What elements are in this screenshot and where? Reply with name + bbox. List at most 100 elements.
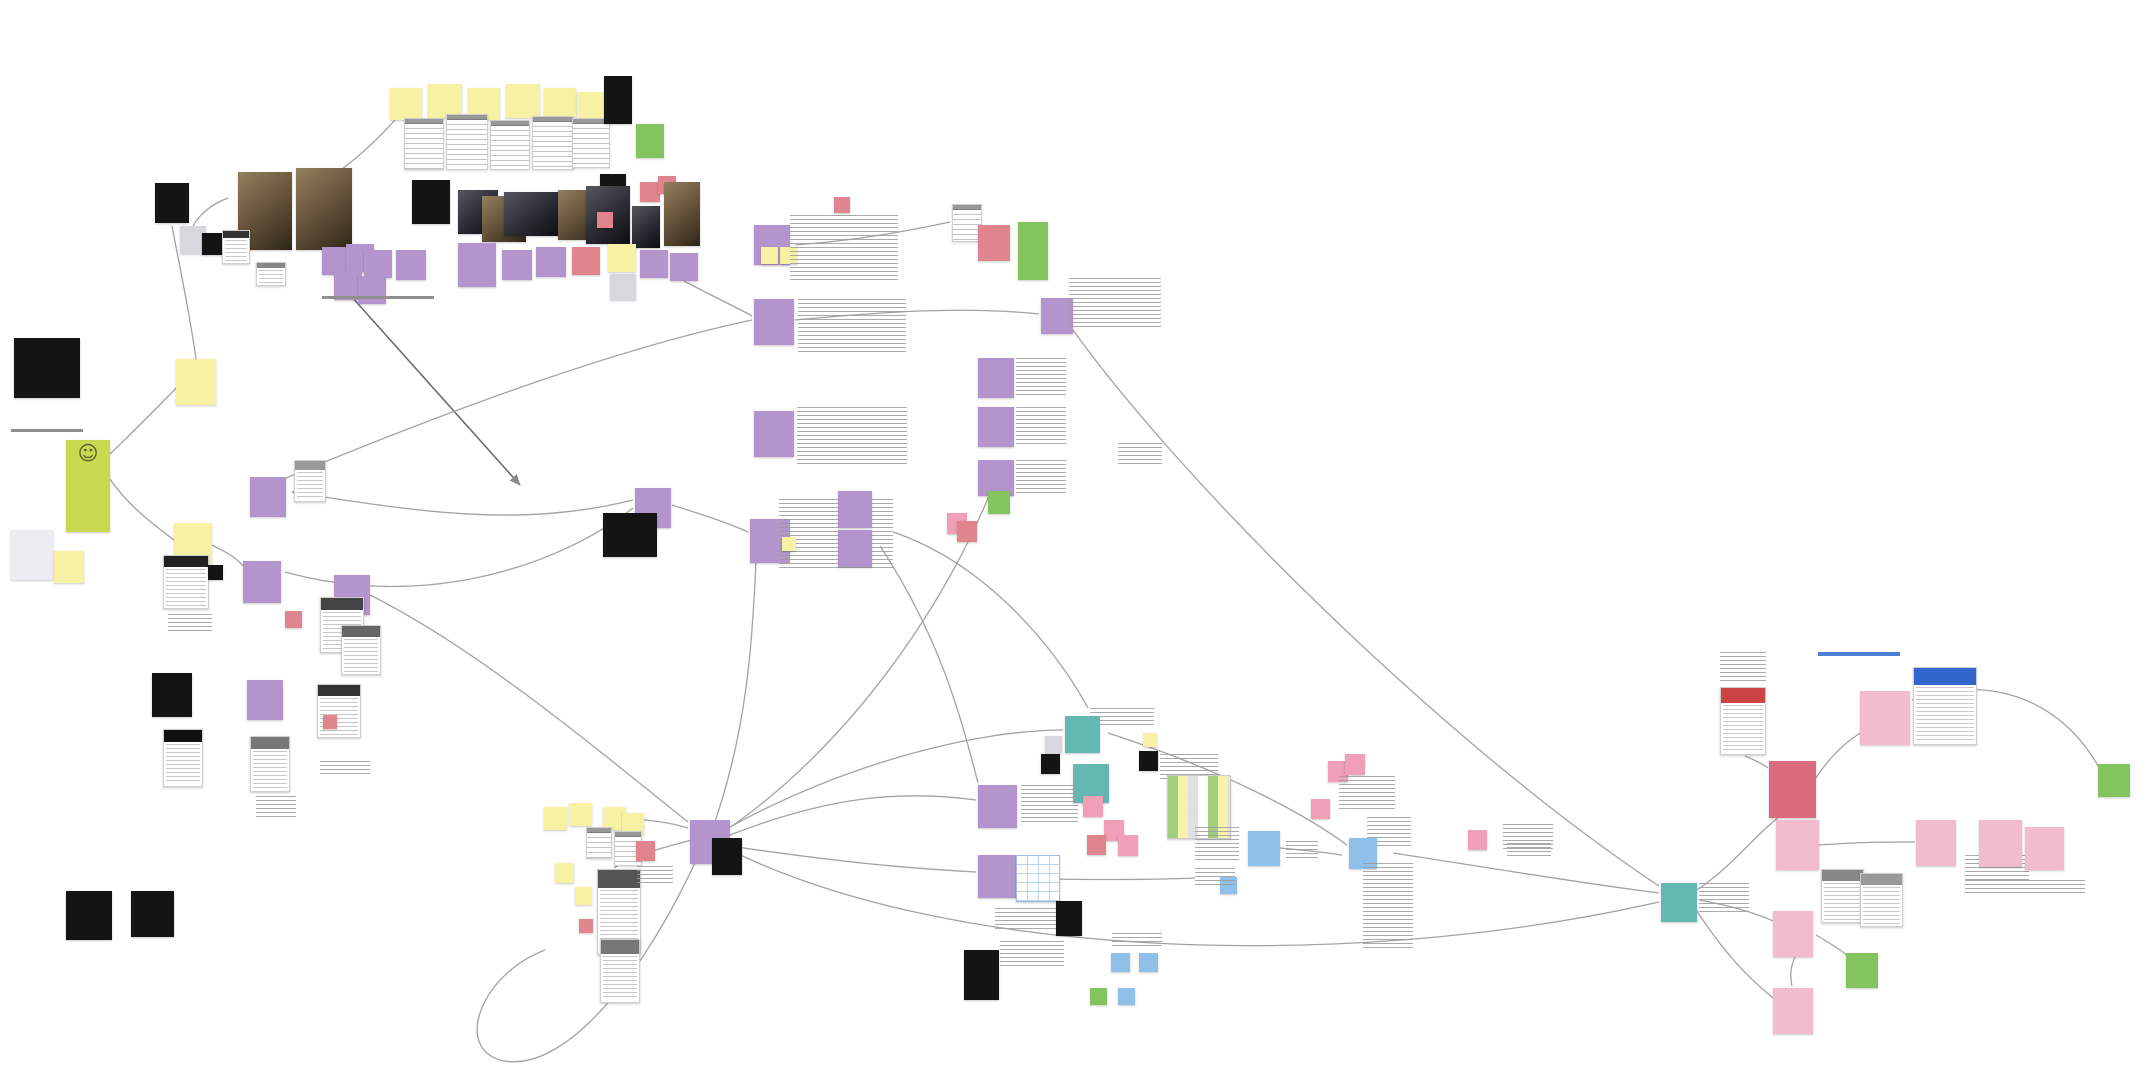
sticky-note[interactable] (1773, 911, 1813, 957)
sticky-note[interactable] (250, 477, 286, 517)
connector-line[interactable] (1072, 329, 1660, 887)
text-block[interactable] (798, 299, 906, 353)
sticky-note[interactable] (988, 491, 1010, 514)
webpage-thumbnail[interactable] (163, 729, 203, 787)
image-thumbnail-dark[interactable] (1041, 754, 1060, 774)
connector-line[interactable] (683, 280, 753, 317)
sticky-note[interactable] (957, 521, 977, 542)
sticky-note[interactable] (577, 92, 603, 118)
image-thumbnail-dark[interactable] (131, 891, 174, 937)
image-thumbnail-dark[interactable] (66, 891, 112, 940)
text-block[interactable] (1363, 863, 1413, 949)
sticky-note[interactable] (1311, 799, 1330, 819)
sticky-note[interactable] (247, 680, 283, 720)
connector-line[interactable] (369, 594, 689, 823)
text-block[interactable] (797, 407, 907, 465)
sticky-note[interactable] (1041, 298, 1073, 334)
document-thumbnail[interactable] (572, 118, 610, 168)
connector-line[interactable] (879, 545, 979, 784)
webpage-thumbnail[interactable] (1720, 687, 1766, 755)
connector-line[interactable] (1107, 732, 1348, 846)
sticky-note[interactable] (838, 491, 872, 528)
sticky-note[interactable] (603, 807, 626, 830)
sticky-note[interactable] (396, 250, 426, 280)
sticky-note[interactable] (180, 226, 206, 254)
connector-line[interactable] (729, 849, 1660, 947)
sticky-note[interactable] (1083, 796, 1103, 817)
sticky-note[interactable] (1143, 733, 1157, 747)
sticky-note[interactable] (610, 274, 636, 300)
table-thumbnail[interactable] (1016, 855, 1060, 902)
text-block[interactable] (168, 614, 212, 632)
image-thumbnail-dark[interactable] (155, 183, 189, 223)
text-block[interactable] (1000, 941, 1064, 967)
connector-line[interactable] (727, 729, 1064, 829)
connector-line[interactable] (1818, 841, 1916, 846)
text-block[interactable] (1195, 827, 1239, 863)
webpage-thumbnail[interactable] (163, 555, 209, 609)
text-block[interactable] (1507, 843, 1551, 858)
sticky-note[interactable] (1087, 835, 1106, 855)
webpage-thumbnail[interactable] (222, 230, 250, 264)
sticky-note[interactable] (458, 243, 496, 287)
text-block[interactable] (1016, 407, 1066, 447)
connector-line[interactable] (171, 225, 197, 360)
connector-line[interactable] (1392, 852, 1660, 894)
connector-line[interactable] (1696, 817, 1779, 891)
connector-line[interactable] (192, 197, 229, 227)
webpage-thumbnail[interactable] (256, 262, 286, 286)
text-block[interactable] (1021, 785, 1078, 825)
smiley-note[interactable]: ☺ (66, 440, 110, 532)
sticky-note[interactable] (782, 537, 796, 551)
sticky-note[interactable] (572, 247, 600, 275)
sticky-note[interactable] (1345, 754, 1365, 775)
connector-line[interactable] (1790, 956, 1796, 987)
webpage-thumbnail[interactable] (1860, 873, 1903, 927)
photo-thumbnail[interactable] (632, 206, 660, 248)
image-thumbnail-dark[interactable] (603, 513, 657, 557)
sticky-note[interactable] (506, 84, 540, 118)
connector-line[interactable] (285, 319, 753, 479)
sticky-note[interactable] (544, 807, 567, 830)
sticky-note[interactable] (1979, 820, 2022, 867)
sticky-note[interactable] (622, 813, 644, 835)
sticky-note[interactable] (636, 124, 664, 158)
sticky-note[interactable] (1090, 988, 1107, 1005)
sticky-note[interactable] (1118, 835, 1138, 856)
divider-line-blue[interactable] (1818, 652, 1900, 656)
sticky-note[interactable] (579, 919, 593, 933)
sticky-note[interactable] (670, 253, 698, 281)
sticky-note[interactable] (640, 250, 668, 278)
sticky-note[interactable] (285, 611, 302, 628)
sticky-note[interactable] (978, 460, 1014, 496)
sticky-note[interactable] (323, 715, 337, 729)
connector-line[interactable] (108, 477, 175, 541)
connector-line[interactable] (892, 531, 1089, 709)
sticky-note[interactable] (1248, 831, 1280, 866)
webpage-thumbnail[interactable] (294, 460, 326, 502)
sticky-note[interactable] (761, 247, 778, 264)
image-thumbnail-dark[interactable] (712, 838, 742, 875)
sticky-note[interactable] (754, 299, 794, 345)
image-thumbnail-dark[interactable] (152, 673, 192, 717)
text-block[interactable] (995, 908, 1059, 930)
image-thumbnail-dark[interactable] (1139, 751, 1158, 771)
sticky-note[interactable] (2025, 827, 2064, 870)
sticky-note[interactable] (636, 841, 655, 861)
sticky-note[interactable] (978, 855, 1017, 898)
text-block[interactable] (1699, 883, 1749, 913)
sticky-note[interactable] (640, 182, 660, 202)
connector-line[interactable] (729, 845, 977, 873)
webpage-thumbnail[interactable] (341, 625, 381, 675)
photo-thumbnail[interactable] (296, 168, 352, 250)
image-thumbnail-dark[interactable] (412, 180, 450, 224)
connector-line[interactable] (341, 285, 521, 486)
sticky-note[interactable] (1118, 988, 1135, 1005)
connector-line[interactable] (729, 795, 977, 836)
image-thumbnail-dark[interactable] (202, 233, 222, 255)
sticky-note[interactable] (978, 358, 1014, 398)
sticky-note[interactable] (1111, 953, 1130, 972)
text-block[interactable] (320, 761, 370, 775)
document-thumbnail[interactable] (404, 118, 444, 170)
